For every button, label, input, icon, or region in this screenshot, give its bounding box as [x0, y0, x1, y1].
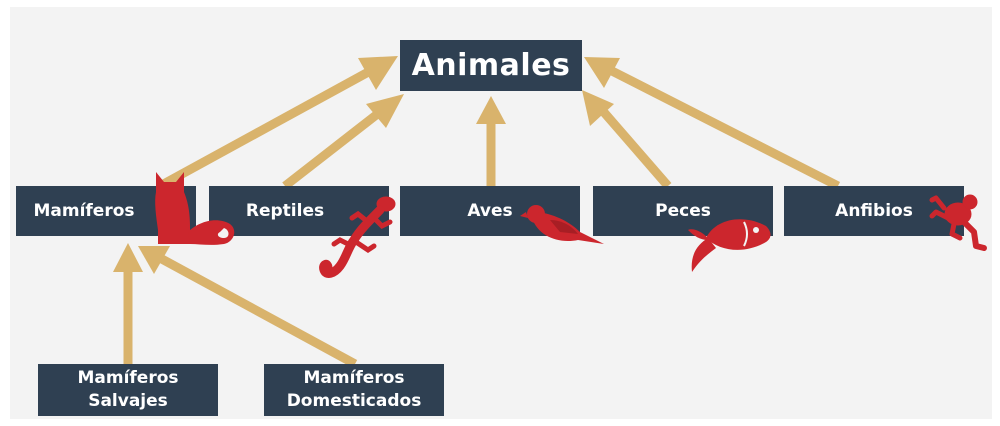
arrow-reptiles-to-animales — [282, 94, 404, 190]
node-label-line1: Mamíferos — [77, 368, 179, 388]
node-label: Anfibios — [835, 201, 913, 221]
bird-icon — [520, 205, 604, 244]
node-mamiferos-salvajes: Mamíferos Salvajes — [38, 364, 218, 416]
cat-icon — [155, 172, 235, 245]
arrow-domesticados-to-mamiferos — [138, 246, 358, 368]
arrow-peces-to-animales — [582, 90, 672, 189]
arrow-salvajes-to-mamiferos — [113, 243, 143, 364]
arrow-anfibios-to-animales — [584, 57, 841, 191]
root-node-animales: Animales — [400, 40, 582, 91]
node-label: Peces — [655, 201, 711, 221]
node-label-line2: Domesticados — [286, 391, 422, 411]
arrow-aves-to-animales — [476, 96, 506, 186]
node-mamiferos-domesticados: Mamíferos Domesticados — [264, 364, 444, 416]
node-label: Aves — [467, 201, 513, 221]
root-label: Animales — [411, 48, 571, 83]
fish-icon — [688, 219, 771, 272]
node-aves: Aves — [400, 186, 580, 236]
node-label: Mamíferos — [33, 201, 135, 221]
node-label: Reptiles — [245, 201, 325, 221]
lizard-icon — [319, 196, 396, 278]
node-label-line2: Salvajes — [88, 391, 168, 411]
frog-icon — [929, 194, 987, 251]
node-label-line1: Mamíferos — [303, 368, 405, 388]
arrow-mamiferos-to-animales — [157, 56, 398, 190]
